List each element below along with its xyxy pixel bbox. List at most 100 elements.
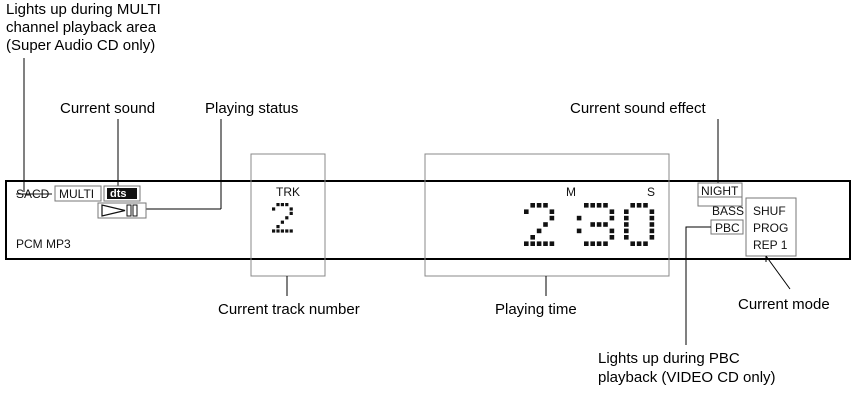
callout-multi-line-3: (Super Audio CD only): [6, 37, 155, 54]
led-dot: [536, 228, 542, 234]
led-dot: [596, 241, 602, 246]
led-dot: [649, 228, 655, 234]
shuf-indicator: SHUF: [753, 204, 786, 218]
led-dot: [609, 215, 615, 221]
callout-current-sound: Current sound: [60, 100, 155, 117]
led-dot: [289, 207, 293, 211]
track-callout-box: [250, 153, 326, 277]
seconds-label: S: [647, 185, 655, 199]
callout-current-mode: Current mode: [738, 296, 830, 313]
display-panel-frame: [5, 180, 851, 260]
digit-0-glyph: [624, 203, 655, 246]
play-pause-icon: [101, 204, 138, 217]
led-dot: [576, 215, 582, 221]
led-dot: [272, 229, 276, 233]
led-dot: [543, 241, 548, 246]
led-dot: [609, 228, 615, 234]
led-dot: [584, 203, 589, 208]
led-dot: [603, 222, 608, 227]
track-number-digit: [272, 203, 293, 233]
led-dot: [584, 241, 589, 246]
leader-pbc: [685, 226, 711, 345]
led-dot: [289, 211, 293, 215]
led-dot: [649, 222, 655, 227]
callout-multi-line-2: channel playback area: [6, 19, 157, 36]
dts-indicator: dts: [110, 188, 127, 200]
mode-box: [745, 197, 797, 257]
callout-playing-status: Playing status: [205, 100, 298, 117]
led-dot: [643, 241, 648, 246]
bass-indicator: BASS: [712, 204, 744, 218]
led-dot: [596, 203, 602, 208]
led-dot: [630, 203, 635, 208]
multi-highlight-box: [54, 185, 102, 202]
led-dot: [280, 220, 284, 224]
led-dot: [643, 203, 648, 208]
callout-multi-channel: Lights up during MULTI channel playback …: [6, 1, 165, 54]
current-sound-highlight-box: [103, 185, 141, 202]
callout-playing-time: Playing time: [495, 301, 577, 318]
led-dot: [280, 203, 284, 207]
led-dot: [524, 241, 529, 246]
led-dot: [289, 229, 293, 233]
led-dot: [609, 209, 615, 214]
led-dot: [543, 203, 548, 208]
led-dot: [530, 241, 535, 246]
led-dot: [536, 203, 542, 208]
led-dot: [624, 228, 629, 234]
led-dot: [636, 241, 642, 246]
callout-multi-line-1: Lights up during MULTI: [6, 1, 161, 18]
led-dot: [276, 229, 280, 233]
led-dot: [590, 241, 595, 246]
led-dot: [576, 228, 582, 234]
pcm-mp3-indicator: PCM MP3: [16, 237, 71, 251]
playing-status-box: [97, 202, 147, 219]
led-dot: [636, 203, 642, 208]
led-dot: [530, 235, 535, 240]
led-dot: [596, 222, 602, 227]
prog-indicator: PROG: [753, 221, 788, 235]
led-dot: [543, 222, 548, 227]
multi-indicator: MULTI: [59, 187, 94, 201]
callout-pbc: Lights up during PBC playback (VIDEO CD …: [598, 350, 776, 386]
led-dot: [536, 241, 542, 246]
led-dot: [549, 241, 555, 246]
night-box: [697, 182, 743, 198]
led-dot: [624, 222, 629, 227]
led-dot: [603, 203, 608, 208]
colon-glyph: [576, 215, 582, 234]
led-dot: [280, 229, 284, 233]
playing-time-digits: [524, 203, 655, 246]
night-indicator: NIGHT: [701, 184, 739, 198]
callout-pbc-line-1: Lights up during PBC: [598, 350, 740, 367]
led-dot: [649, 235, 655, 240]
led-dot: [276, 225, 280, 229]
time-callout-box: [424, 153, 670, 277]
led-dot: [649, 215, 655, 221]
callout-current-sound-effect: Current sound effect: [570, 100, 706, 117]
led-dot: [549, 215, 555, 221]
led-dot: [630, 241, 635, 246]
rep-indicator: REP 1: [753, 238, 788, 252]
led-dot: [285, 203, 289, 207]
digit-3-glyph: [584, 203, 615, 246]
led-dot: [624, 209, 629, 214]
digit-2-glyph: [524, 203, 555, 246]
led-dot: [603, 241, 608, 246]
led-dot: [590, 203, 595, 208]
led-dot: [624, 215, 629, 221]
led-dot: [272, 207, 276, 211]
led-dot: [624, 235, 629, 240]
led-dot: [609, 235, 615, 240]
callout-current-track-number: Current track number: [218, 301, 360, 318]
led-dot: [590, 222, 595, 227]
dts-badge-bg: [107, 188, 137, 199]
bass-box: [697, 197, 743, 207]
leader-current-mode: [765, 255, 791, 290]
digit-2-glyph: [272, 203, 293, 233]
led-dot: [524, 209, 529, 214]
callout-pbc-line-2: playback (VIDEO CD only): [598, 369, 776, 386]
led-dot: [276, 203, 280, 207]
pbc-indicator: PBC: [715, 221, 740, 235]
